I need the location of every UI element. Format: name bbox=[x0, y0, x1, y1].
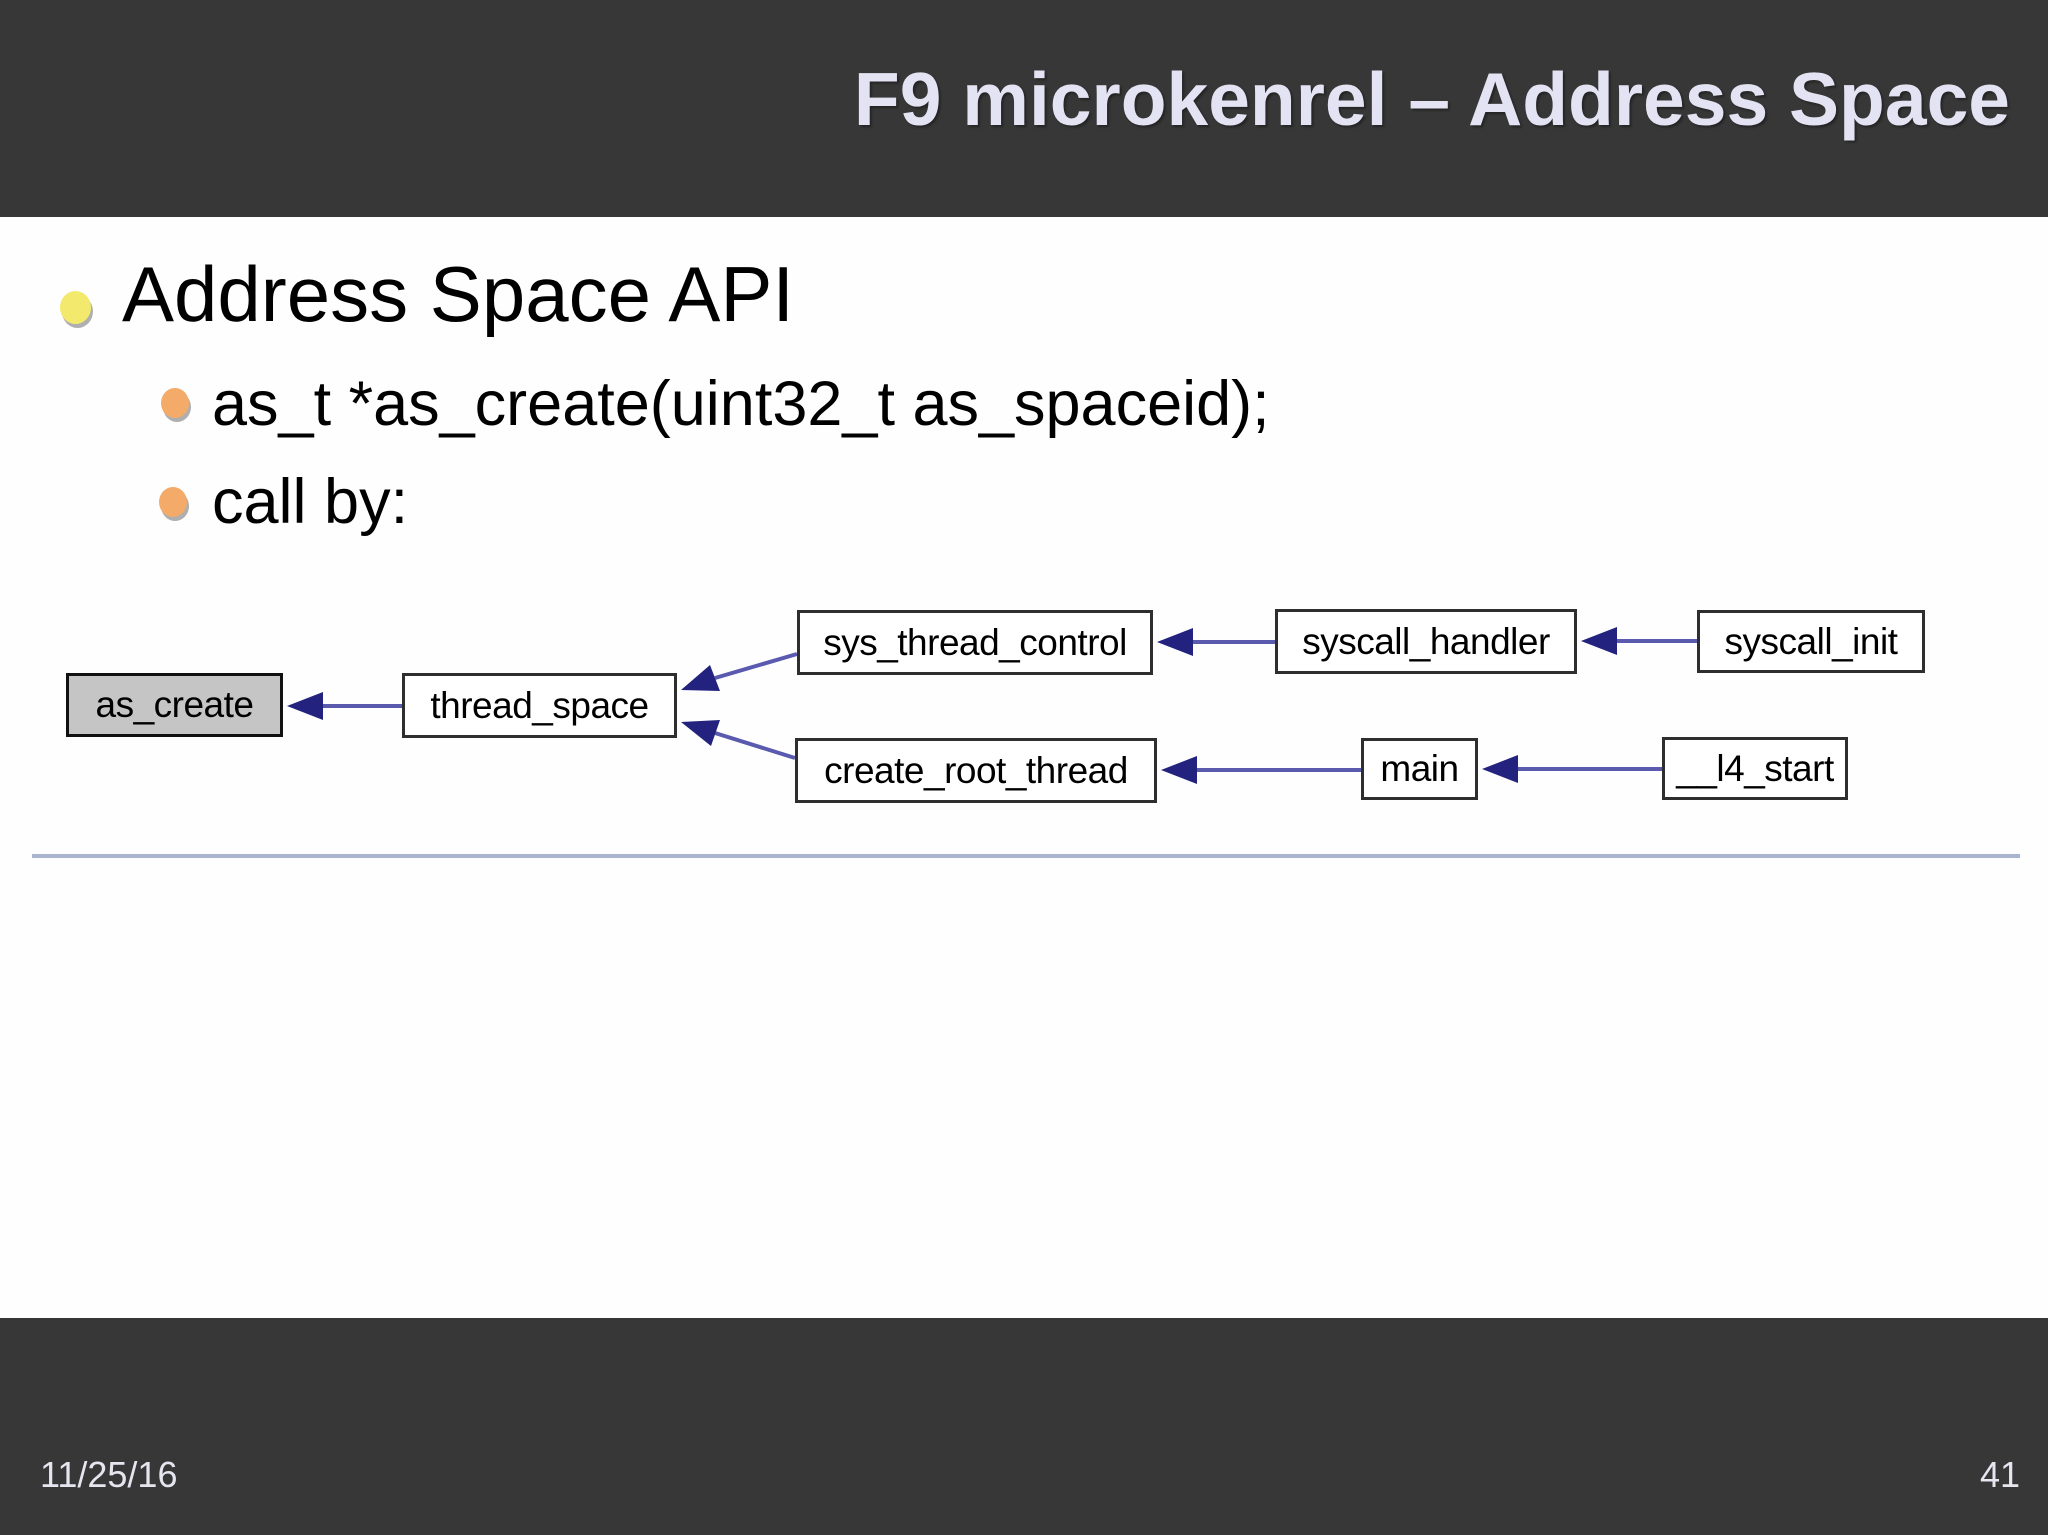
footer-bar bbox=[0, 1318, 2048, 1535]
bullet-text-as-create-signature: as_t *as_create(uint32_t as_spaceid); bbox=[212, 369, 1270, 439]
edge-arrow-main-to-create-root-thread bbox=[1161, 756, 1361, 784]
edge-arrow-syscall-init-to-syscall-handler bbox=[1581, 627, 1697, 655]
graph-node-as-create: as_create bbox=[66, 673, 283, 737]
bullet-icon-level1 bbox=[60, 291, 91, 324]
bullet-text-level1: Address Space API bbox=[122, 250, 795, 338]
footer-page-number: 41 bbox=[1979, 1454, 2020, 1495]
graph-node-create-root-thread: create_root_thread bbox=[795, 738, 1157, 803]
edge-arrow-l4-start-to-main bbox=[1482, 755, 1662, 783]
edge-arrow-syscall-handler-to-sys-thread-control bbox=[1157, 628, 1275, 656]
separator-rule bbox=[32, 854, 2020, 858]
graph-node-sys-thread-control: sys_thread_control bbox=[797, 610, 1153, 675]
slide-title: F9 microkenrel – Address Space bbox=[853, 57, 2010, 141]
header-bar bbox=[0, 0, 2048, 217]
graph-node-syscall-init: syscall_init bbox=[1697, 610, 1925, 673]
bullet-icon-level2 bbox=[161, 388, 189, 418]
footer-date: 11/25/16 bbox=[40, 1454, 178, 1495]
graph-node-thread-space: thread_space bbox=[402, 673, 677, 738]
graph-node-main: main bbox=[1361, 738, 1478, 800]
bullet-text-call-by: call by: bbox=[212, 467, 409, 537]
edge-arrow-sys-thread-control-to-thread-space bbox=[681, 652, 798, 691]
graph-node-l4-start: __l4_start bbox=[1662, 737, 1848, 800]
bullet-icon-level2 bbox=[159, 487, 187, 517]
edge-arrow-create-root-thread-to-thread-space bbox=[681, 720, 796, 760]
edge-arrow-thread-space-to-as-create bbox=[287, 692, 402, 720]
graph-node-syscall-handler: syscall_handler bbox=[1275, 609, 1577, 674]
